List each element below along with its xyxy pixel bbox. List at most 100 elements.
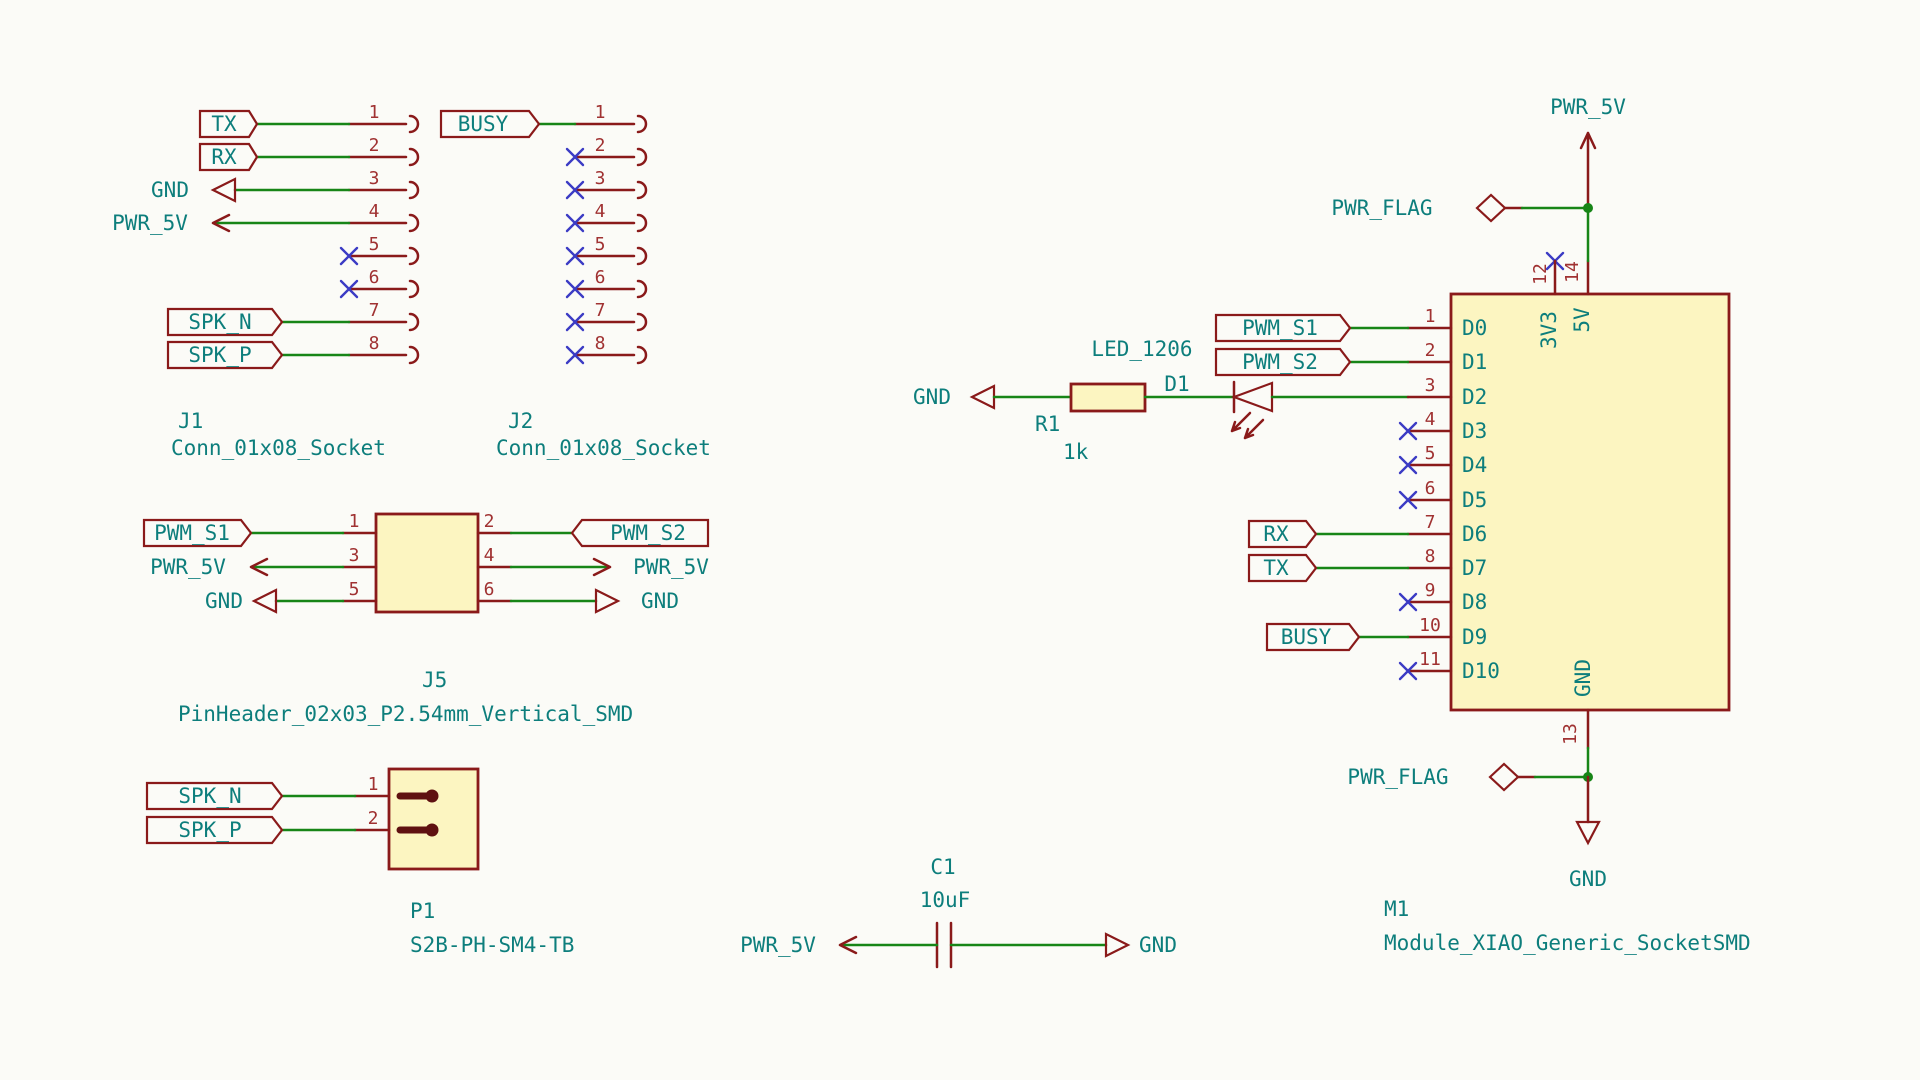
m1-pin-name: D5 — [1462, 488, 1487, 512]
pwr5v-top[interactable]: PWR_5V — [1550, 95, 1626, 263]
pwr-flag-symbol[interactable] — [1475, 193, 1507, 223]
d1-led-symbol[interactable] — [1230, 380, 1274, 440]
j5-pin-number: 6 — [484, 579, 495, 600]
label-tx-shape[interactable] — [198, 109, 259, 139]
m1-left-pins — [1406, 326, 1453, 673]
pwr5v-label: PWR_5V — [740, 933, 816, 957]
j2-pin-number: 7 — [595, 300, 606, 321]
label-spk-n-shape[interactable] — [145, 781, 284, 811]
c1-ref: C1 — [930, 855, 955, 879]
p1-pins — [353, 794, 391, 832]
d1-ref: D1 — [1164, 372, 1189, 396]
gnd-symbol[interactable] — [210, 177, 237, 203]
p1-body[interactable] — [387, 767, 480, 871]
j5-pin-number: 5 — [349, 579, 360, 600]
label-tx-shape[interactable] — [1247, 553, 1318, 583]
gnd-symbol[interactable] — [969, 384, 996, 410]
label-spk-n-shape[interactable] — [166, 307, 284, 337]
pwr-flag-symbol[interactable] — [1488, 762, 1520, 792]
pwr5v-label: PWR_5V — [112, 211, 188, 235]
j2-pin-number: 1 — [595, 102, 606, 123]
m1-body[interactable] — [1449, 292, 1731, 712]
m1-pin-name: D8 — [1462, 590, 1487, 614]
pwr5v-label: PWR_5V — [1550, 95, 1626, 119]
m1-pin-name: 3V3 — [1537, 311, 1561, 349]
j1-pin-number: 4 — [369, 201, 380, 222]
led-branch[interactable]: GND R1 1k D1 LED_1206 — [913, 337, 1410, 464]
m1-pin-number: 9 — [1425, 580, 1436, 601]
connector-p1[interactable]: 1 2 SPK_N SPK_P P1 S2B-PH-SM4-TB — [145, 767, 574, 957]
label-pwm-s2-shape[interactable] — [1214, 347, 1352, 377]
pwr5v-arrow-symbol[interactable] — [211, 213, 231, 233]
m1-ref: M1 — [1384, 897, 1409, 921]
m1-noconnect-icons — [1398, 251, 1565, 681]
gnd-label: GND — [641, 589, 679, 613]
j2-pin-number: 5 — [595, 234, 606, 255]
label-spk-p: SPK_P — [178, 818, 241, 842]
pwr5v-arrow-symbol[interactable] — [1579, 131, 1597, 210]
m1-pin-name: 5V — [1570, 307, 1594, 333]
m1-pin-name: D3 — [1462, 419, 1487, 443]
m1-pin-name: D7 — [1462, 556, 1487, 580]
gnd-symbol[interactable] — [594, 588, 621, 614]
m1-value: Module_XIAO_Generic_SocketSMD — [1384, 931, 1751, 955]
j1-noconnect-icons — [339, 246, 359, 299]
pwr5v-arrow-symbol[interactable] — [592, 557, 612, 577]
j2-noconnect-icons — [565, 147, 585, 365]
j2-pins — [573, 114, 648, 365]
j1-pin-number: 1 — [369, 102, 380, 123]
m1-pin-number: 7 — [1425, 512, 1436, 533]
j5-body[interactable] — [374, 512, 480, 614]
pwr5v-arrow-symbol[interactable] — [838, 935, 858, 955]
j2-pin-number: 8 — [595, 333, 606, 354]
j1-pin-number: 6 — [369, 267, 380, 288]
m1-pin-name: D0 — [1462, 316, 1487, 340]
pwr-flag-top[interactable]: PWR_FLAG — [1331, 193, 1590, 223]
label-busy: BUSY — [1281, 625, 1332, 649]
module-m1[interactable]: 1 2 3 4 5 6 7 8 9 10 11 D0 D1 D2 D3 D4 D… — [1214, 95, 1751, 955]
gnd-symbol[interactable] — [1575, 820, 1601, 846]
m1-pin-name: D6 — [1462, 522, 1487, 546]
label-rx-shape[interactable] — [1247, 519, 1318, 549]
label-spk-p-shape[interactable] — [166, 340, 284, 370]
connector-j1[interactable]: 1 2 3 4 5 6 7 8 TX RX SPK_N SPK_P GND PW… — [112, 102, 420, 460]
m1-pin-number: 14 — [1562, 261, 1583, 283]
label-tx: TX — [1263, 556, 1289, 580]
label-busy-shape[interactable] — [1265, 622, 1361, 652]
m1-pin-number: 12 — [1530, 263, 1551, 285]
label-pwm-s1-shape[interactable] — [142, 518, 253, 548]
m1-pin-number: 4 — [1425, 409, 1436, 430]
p1-pin-number: 2 — [368, 808, 379, 829]
m1-bottom[interactable]: 13 GND PWR_FLAG GND — [1347, 659, 1607, 891]
label-pwm-s1-shape[interactable] — [1214, 313, 1352, 343]
m1-pin-name: GND — [1571, 659, 1595, 697]
j1-value: Conn_01x08_Socket — [171, 436, 386, 460]
label-pwm-s2: PWM_S2 — [610, 521, 686, 545]
label-pwm-s2-shape[interactable] — [570, 518, 710, 548]
connector-j2[interactable]: 1 2 3 4 5 6 7 8 BUSY J2 Conn_01x08_Socke… — [439, 102, 711, 460]
j5-value: PinHeader_02x03_P2.54mm_Vertical_SMD — [178, 702, 633, 726]
header-j5[interactable]: 1 2 3 4 5 6 PWM_S1 PWM_S2 PWR_5V PWR_5V … — [142, 511, 710, 726]
j2-pin-number: 4 — [595, 201, 606, 222]
j1-pin-number: 7 — [369, 300, 380, 321]
capacitor-c1[interactable]: C1 10uF PWR_5V GND — [740, 855, 1177, 969]
gnd-symbol[interactable] — [1104, 932, 1131, 958]
gnd-label: GND — [1139, 933, 1177, 957]
label-rx: RX — [1263, 522, 1289, 546]
pwr5v-arrow-symbol[interactable] — [249, 557, 269, 577]
gnd-symbol[interactable] — [251, 588, 278, 614]
m1-pin-number: 2 — [1425, 340, 1436, 361]
c1-plates[interactable] — [935, 921, 953, 969]
r1-body[interactable] — [1069, 382, 1147, 413]
label-spk-p-shape[interactable] — [145, 815, 284, 845]
m1-pin-number: 5 — [1425, 443, 1436, 464]
m1-pin-name: D4 — [1462, 453, 1487, 477]
label-busy-shape[interactable] — [439, 109, 541, 139]
label-rx: RX — [211, 145, 237, 169]
j2-pin-number: 3 — [595, 168, 606, 189]
label-rx-shape[interactable] — [198, 142, 259, 172]
label-spk-n: SPK_N — [178, 784, 241, 808]
pwr-flag-label: PWR_FLAG — [1331, 196, 1432, 220]
j5-pin-number: 3 — [349, 545, 360, 566]
m1-pin-name: D1 — [1462, 350, 1487, 374]
